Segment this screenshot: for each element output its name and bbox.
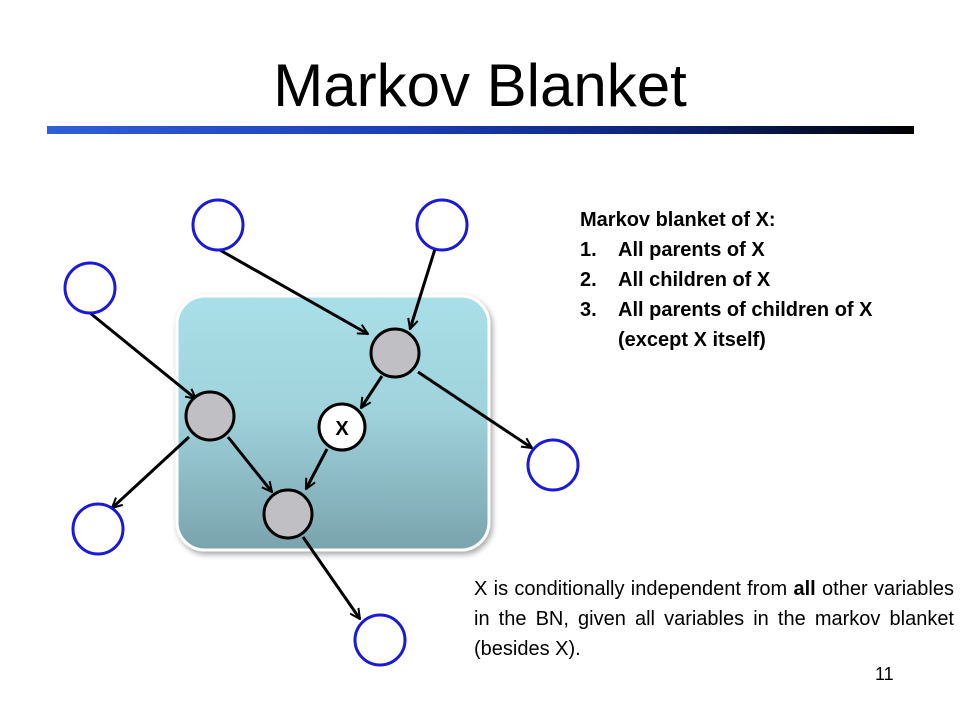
edge-outer-parent2-to-child1	[410, 248, 437, 329]
edge-parent-to-outer-child	[112, 435, 191, 508]
edge-child1-to-outer-child	[417, 370, 532, 450]
outer-node-right	[526, 438, 580, 492]
edge-parent-to-child2	[226, 436, 272, 492]
outer-node-bottom-left	[71, 502, 125, 556]
outer-node-top-left	[191, 198, 245, 252]
definition-item: 3. All parents of children of X	[580, 295, 950, 325]
definition-item-text: All children of X	[618, 269, 771, 291]
edge-outer-parent3-to-parent	[89, 311, 196, 399]
edge-child1-to-x	[359, 375, 384, 408]
x-node-label: X	[335, 418, 349, 440]
x-node	[317, 402, 367, 452]
definition-item: 1. All parents of X	[580, 235, 950, 265]
edge-outer-parent1-to-child1	[217, 247, 368, 336]
definition-item: 2. All children of X	[580, 265, 950, 295]
definition-heading: Markov blanket of X:	[580, 209, 776, 231]
title-underline	[47, 126, 914, 134]
edge-child2-to-outer-child	[301, 536, 360, 619]
independence-note: X is conditionally independent from all …	[474, 574, 954, 664]
outer-node-top-right	[415, 198, 469, 252]
definition-item-continuation: (except X itself)	[618, 329, 766, 351]
note-text-before: X is conditionally independent from	[474, 578, 794, 600]
markov-blanket-definition: Markov blanket of X: 1. All parents of X…	[580, 205, 950, 355]
outer-node-left	[63, 261, 117, 315]
note-text-after: other variables in the BN, given all var…	[474, 578, 954, 660]
blanket-node-parent	[184, 390, 236, 442]
outer-node-bottom	[353, 613, 407, 667]
definition-item-number: 1.	[580, 239, 597, 261]
definition-item-number: 3.	[580, 299, 597, 321]
slide-title: Markov Blanket	[273, 52, 687, 119]
page-number: 11	[875, 664, 894, 684]
definition-item-text: All parents of children of X	[618, 299, 873, 321]
note-emphasis: all	[793, 578, 816, 600]
edge-x-to-child2	[304, 448, 329, 489]
definition-item-number: 2.	[580, 269, 597, 291]
blanket-node-child-bottom	[262, 488, 314, 540]
blanket-node-child-top	[369, 327, 421, 379]
definition-item-text: All parents of X	[618, 239, 765, 261]
